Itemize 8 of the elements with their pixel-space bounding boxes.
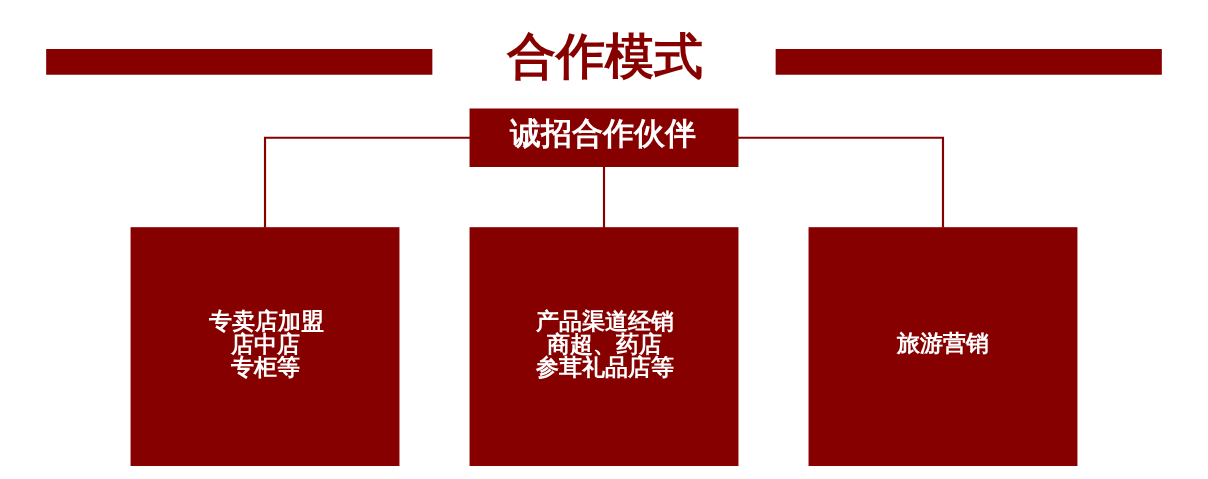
node-box: 诚招合作伙伴 — [469, 107, 739, 167]
diagram-title: 合作模式 — [506, 26, 703, 84]
connector — [737, 136, 945, 227]
connector — [263, 136, 471, 227]
connector — [602, 166, 606, 228]
node-box: 产品渠道经销 商超、药店 参茸礼品店等 — [469, 226, 739, 466]
node-box: 专卖店加盟 店中店 专柜等 — [130, 226, 400, 466]
node-box: 旅游营销 — [808, 226, 1078, 466]
